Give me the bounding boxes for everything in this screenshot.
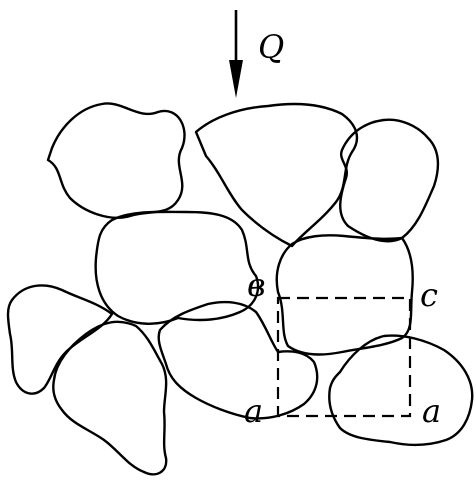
label-a-left: a xyxy=(244,392,263,430)
grain-top-center xyxy=(196,104,357,246)
label-c: c xyxy=(420,276,438,314)
grain-middle-left xyxy=(96,212,258,324)
grain-top-left xyxy=(48,103,185,217)
grain-lower-left xyxy=(53,322,166,474)
elementary-volume-box xyxy=(278,298,410,416)
grain-top-right xyxy=(340,120,438,242)
grain-far-left xyxy=(8,285,112,393)
label-a-right: a xyxy=(422,392,441,430)
label-b: в xyxy=(247,266,266,304)
load-arrow xyxy=(229,10,243,98)
load-label: Q xyxy=(258,28,284,66)
grain-lower-right xyxy=(329,336,472,445)
